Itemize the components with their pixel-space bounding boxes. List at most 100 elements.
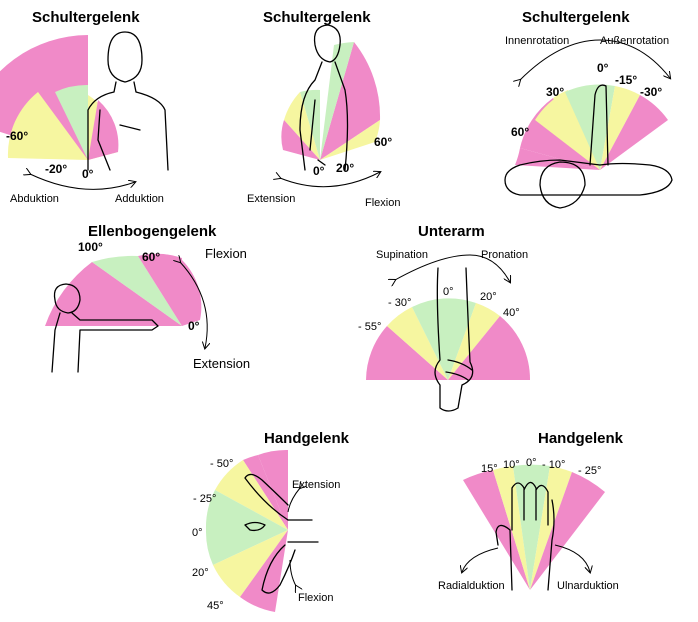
label-abduction: Abduktion xyxy=(10,193,59,205)
hand-outline xyxy=(434,267,474,412)
sector-pink-right xyxy=(600,95,668,170)
angle-label-m20: -20° xyxy=(45,162,67,176)
sector-green-top xyxy=(205,490,288,530)
sector-yellow-bottom xyxy=(213,530,288,597)
angle-label-m30: -30° xyxy=(640,85,662,99)
angle-label-m25: - 25° xyxy=(578,465,601,477)
sector-pink-left xyxy=(366,326,448,380)
angle-label-20: 20° xyxy=(480,291,497,303)
angle-label-0: 0° xyxy=(597,61,609,75)
sector-yellow-top xyxy=(215,460,288,530)
sector-pink-right xyxy=(182,260,202,326)
extension-arrow xyxy=(287,488,300,513)
angle-label-0: 0° xyxy=(82,167,94,181)
angle-label-10a: 10° xyxy=(503,459,520,471)
sector-yellow-flexion xyxy=(320,120,380,160)
sector-pink-flexion xyxy=(320,42,381,160)
angle-label-0: 0° xyxy=(192,527,203,539)
angle-label-0: 0° xyxy=(526,457,537,469)
angle-label-0: 0° xyxy=(313,164,325,178)
rotation-arrow xyxy=(395,254,510,282)
angle-label-m50: - 50° xyxy=(210,458,233,470)
sector-pink-left xyxy=(515,148,600,170)
label-extension: Extension xyxy=(247,193,295,205)
sector-yellow-right xyxy=(530,466,572,590)
label-adduction: Adduktion xyxy=(115,193,164,205)
panel-title: Handgelenk xyxy=(264,430,350,447)
angle-label-20: 20° xyxy=(336,161,354,175)
sector-pink-right xyxy=(530,472,605,590)
panel-wrist-deviation: Handgelenk 15° 10° 0° - 10° - 25° Radial… xyxy=(438,430,624,592)
flexion-arrow xyxy=(289,559,296,586)
sector-green xyxy=(55,84,88,160)
label-flexion: Flexion xyxy=(365,197,400,209)
sector-yellow-left xyxy=(387,307,448,380)
angle-label-0: 0° xyxy=(443,286,454,298)
hand-outline xyxy=(495,481,555,591)
hand-outline xyxy=(244,473,319,594)
angle-label-m15: -15° xyxy=(615,73,637,87)
radial-arrow xyxy=(462,547,499,572)
sector-green xyxy=(412,298,476,380)
panel-title: Schultergelenk xyxy=(263,9,371,26)
sector-yellow xyxy=(535,92,600,170)
angle-label-60: 60° xyxy=(374,135,392,149)
angle-label-60: 60° xyxy=(142,250,160,264)
sector-green xyxy=(300,89,320,160)
sector-pink-right xyxy=(88,100,119,160)
angle-label-20: 20° xyxy=(192,567,209,579)
sector-yellow-right xyxy=(448,303,500,380)
angle-label-m10: - 10° xyxy=(542,459,565,471)
label-pronation: Pronation xyxy=(481,249,528,261)
panel-forearm: Unterarm Supination Pronation 0° 20° 40°… xyxy=(358,223,531,412)
sector-yellow-right xyxy=(600,86,640,170)
sector-pink-bottom xyxy=(240,530,288,612)
body-outline xyxy=(87,31,169,171)
body-outline xyxy=(504,84,673,209)
sector-green-bottom xyxy=(205,530,288,565)
panel-title: Schultergelenk xyxy=(32,9,140,26)
sector-green xyxy=(92,255,182,326)
rotation-arrow xyxy=(520,39,670,80)
label-extension: Extension xyxy=(292,479,340,491)
panel-title: Schultergelenk xyxy=(522,9,630,26)
motion-arrow xyxy=(280,172,380,188)
ulnar-arrow xyxy=(554,544,590,572)
angle-label-100: 100° xyxy=(78,240,103,254)
angle-label-30: 30° xyxy=(546,85,564,99)
panel-title: Handgelenk xyxy=(538,430,624,447)
angle-label-15: 15° xyxy=(481,463,498,475)
angle-label-m30: - 30° xyxy=(388,297,411,309)
body-outline xyxy=(51,283,159,373)
panel-title: Unterarm xyxy=(418,223,485,240)
label-flexion: Flexion xyxy=(205,246,247,261)
label-flexion: Flexion xyxy=(298,592,333,604)
panel-elbow: Ellenbogengelenk 100° 60° 0° Flexion Ext… xyxy=(45,223,250,373)
motion-arrow xyxy=(180,262,207,348)
sector-green xyxy=(565,84,615,170)
sector-yellow xyxy=(7,92,89,160)
label-ulnar: Ulnarduktion xyxy=(557,580,619,592)
motion-arrow xyxy=(30,174,135,190)
angle-label-60: 60° xyxy=(511,125,529,139)
angle-label-m25: - 25° xyxy=(193,493,216,505)
sector-pink-right xyxy=(448,316,531,380)
sector-green xyxy=(513,464,550,590)
label-extension: Extension xyxy=(193,356,250,371)
sector-pink-60 xyxy=(138,253,182,326)
panel-wrist-extension: Handgelenk - 50° - 25° 0° 20° 45° Extens… xyxy=(192,430,350,612)
panel-shoulder-abduction: Schultergelenk -60° -20° 0° Abduktion Ad… xyxy=(0,9,169,205)
body-outline xyxy=(299,24,349,171)
sector-green-top xyxy=(320,42,354,160)
angle-label-m55: - 55° xyxy=(358,321,381,333)
angle-label-40: 40° xyxy=(503,307,520,319)
angle-label-m60: -60° xyxy=(6,129,28,143)
sector-pink-left xyxy=(45,262,182,326)
angle-label-45: 45° xyxy=(207,600,224,612)
angle-label-0: 0° xyxy=(188,319,200,333)
panel-shoulder-rotation: Schultergelenk Innenrotation Außenrotati… xyxy=(504,9,673,209)
panel-title: Ellenbogengelenk xyxy=(88,223,217,240)
label-radial: Radialduktion xyxy=(438,580,505,592)
label-innenrotation: Innenrotation xyxy=(505,35,569,47)
